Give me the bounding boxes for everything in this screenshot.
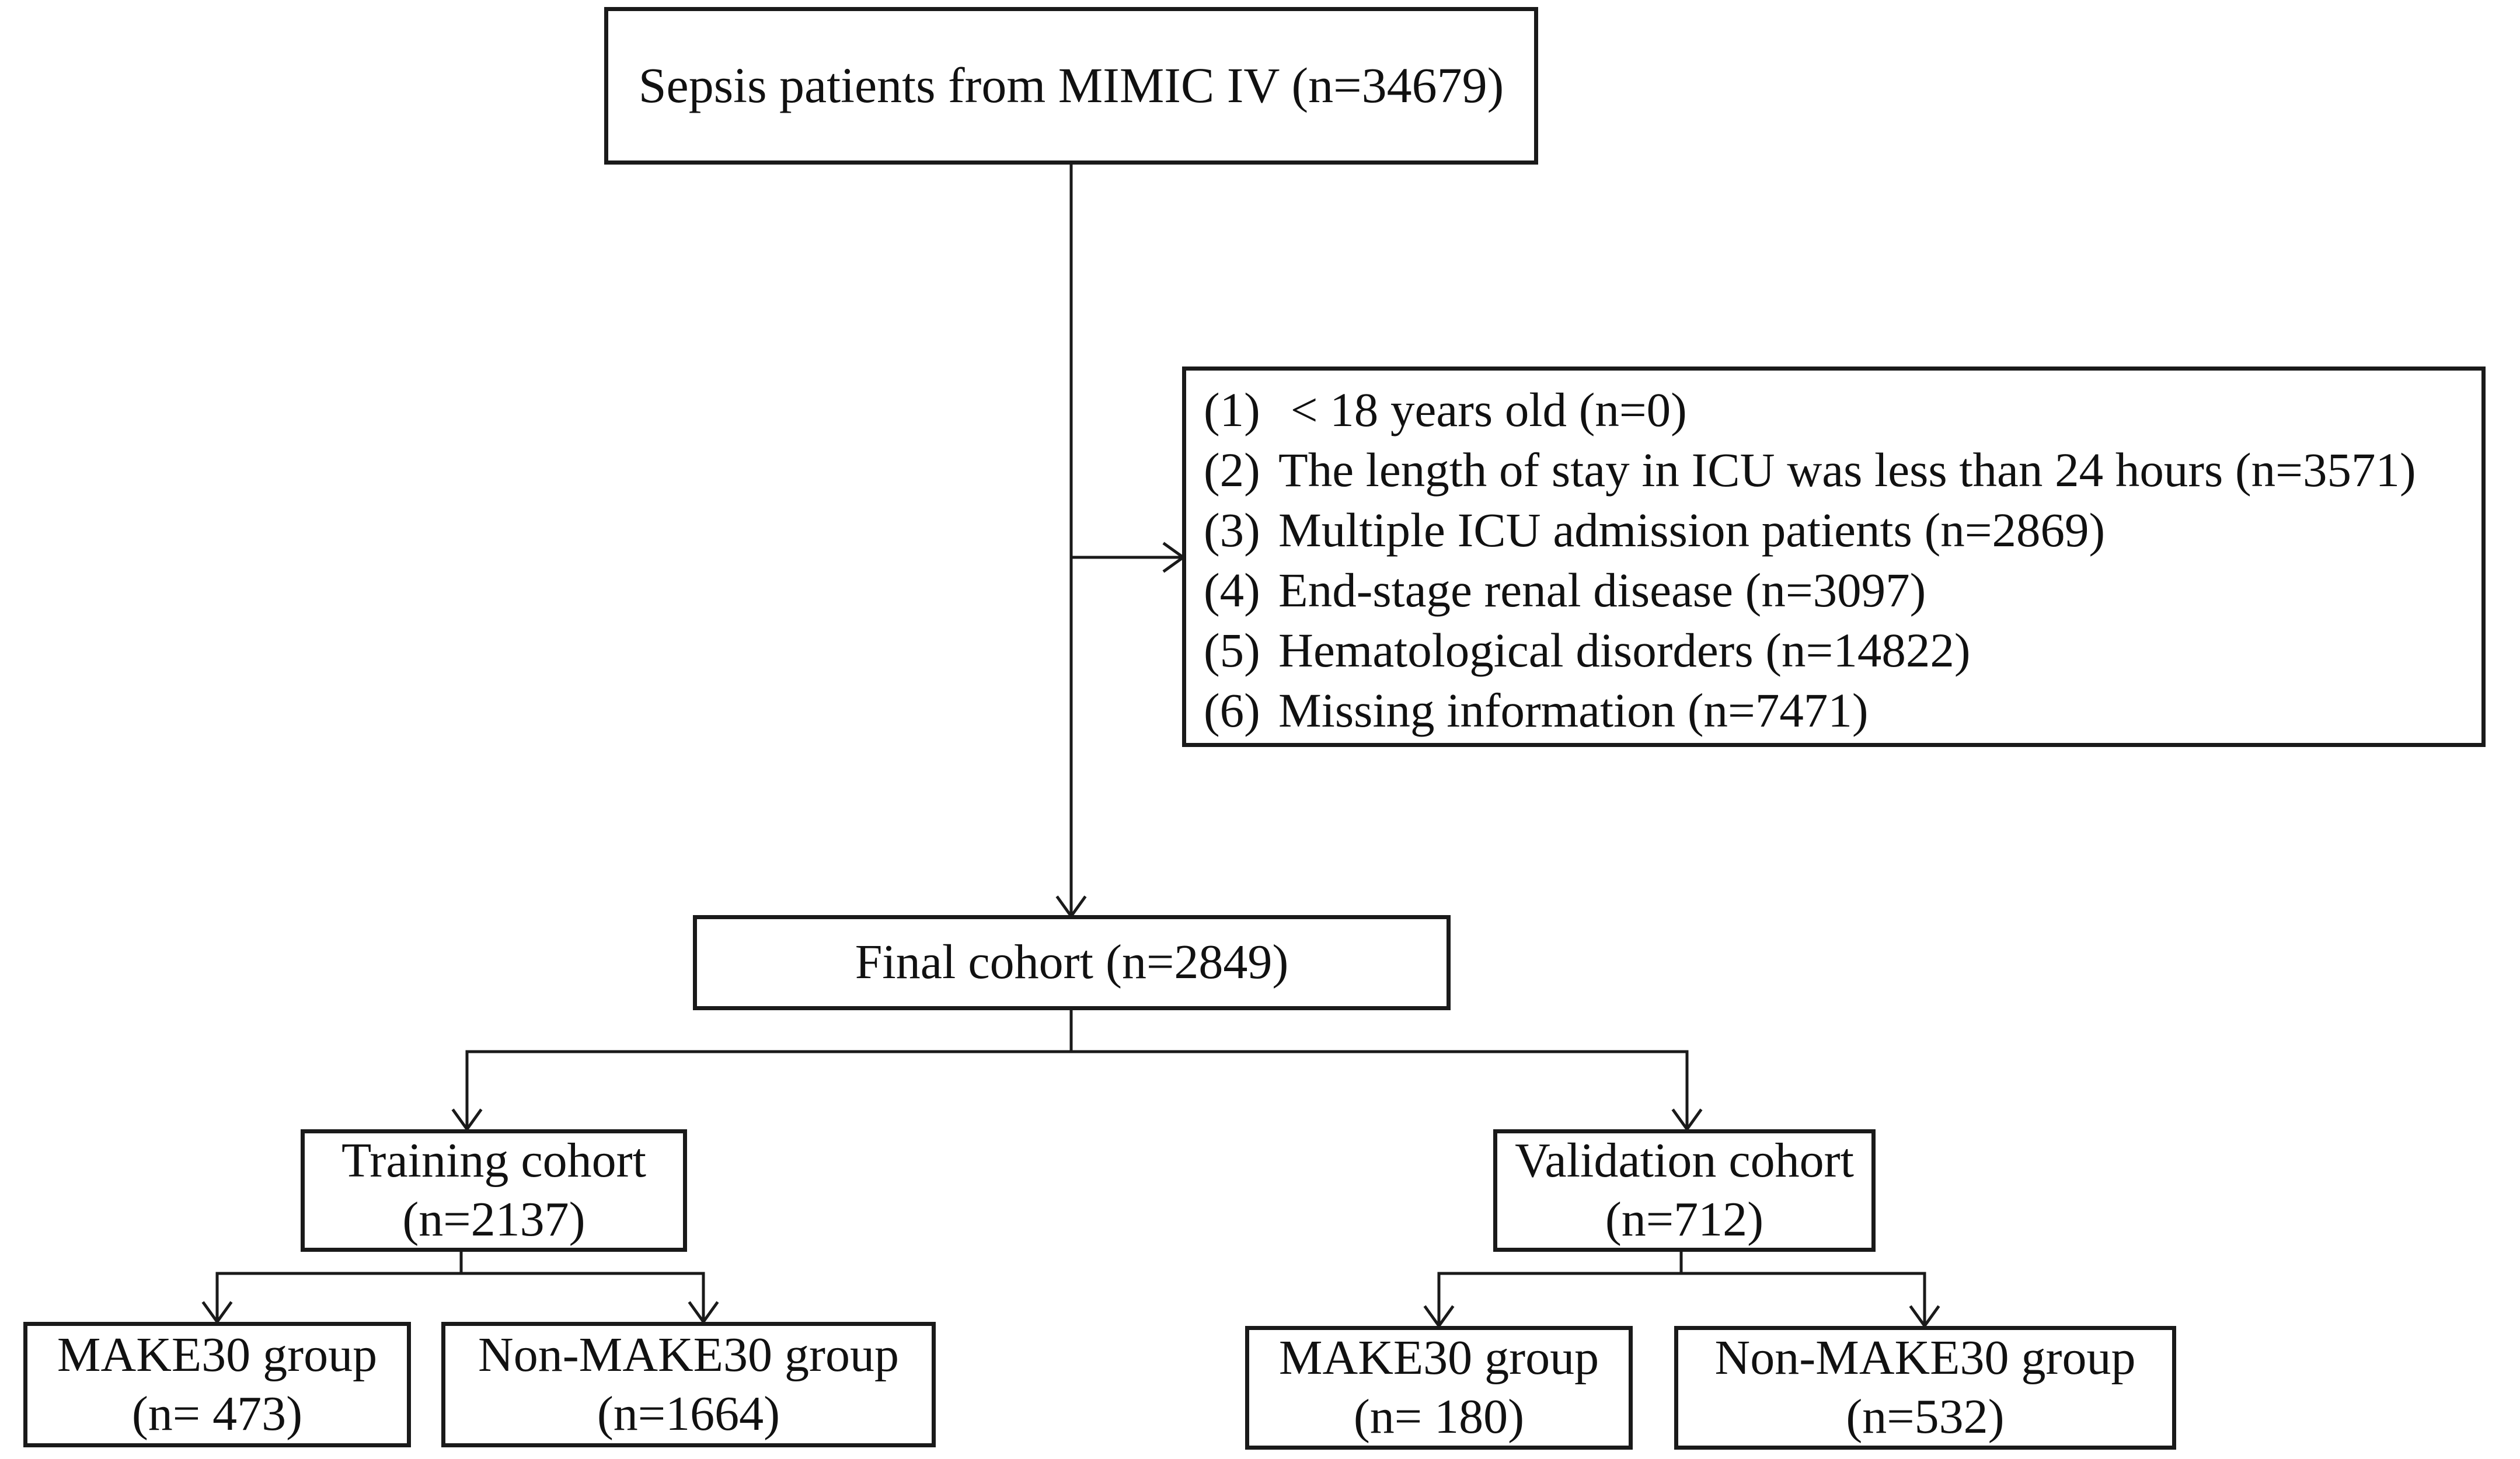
validation-make30-box: MAKE30 group (n= 180) [1245,1326,1633,1450]
validation-nonmake30-title: Non-MAKE30 group [1714,1331,2136,1385]
training-cohort-count: (n=2137) [402,1192,585,1247]
exclusion-list: (1) < 18 years old (n=0) (2)The length o… [1204,381,2481,742]
source-label: Sepsis patients from MIMIC IV (n=34679) [638,57,1504,114]
training-cohort-box: Training cohort (n=2137) [301,1129,687,1252]
training-make30-count: (n= 473) [131,1386,303,1441]
exclusion-item-4: (4)End-stage renal disease (n=3097) [1204,563,1926,617]
exclusion-item-1: (1) < 18 years old (n=0) [1204,383,1687,437]
training-cohort-title: Training cohort [341,1133,646,1188]
validation-nonmake30-box: Non-MAKE30 group (n=532) [1674,1326,2176,1450]
validation-cohort-box: Validation cohort (n=712) [1493,1129,1876,1252]
validation-make30-count: (n= 180) [1353,1390,1525,1444]
final-cohort-box: Final cohort (n=2849) [693,915,1451,1010]
exclusion-item-5: (5)Hematological disorders (n=14822) [1204,623,1971,677]
final-cohort-label: Final cohort (n=2849) [855,935,1289,990]
exclusion-box: (1) < 18 years old (n=0) (2)The length o… [1182,367,2486,747]
exclusion-item-3: (3)Multiple ICU admission patients (n=28… [1204,503,2106,557]
validation-make30-title: MAKE30 group [1278,1331,1599,1385]
training-make30-box: MAKE30 group (n= 473) [23,1322,411,1447]
validation-nonmake30-count: (n=532) [1846,1390,2005,1444]
validation-cohort-count: (n=712) [1605,1192,1764,1247]
source-box: Sepsis patients from MIMIC IV (n=34679) [604,7,1538,165]
training-nonmake30-title: Non-MAKE30 group [478,1327,899,1382]
training-nonmake30-count: (n=1664) [597,1386,780,1441]
exclusion-item-6: (6)Missing information (n=7471) [1204,683,1869,737]
validation-cohort-title: Validation cohort [1515,1133,1854,1188]
exclusion-item-2: (2)The length of stay in ICU was less th… [1204,443,2416,497]
training-make30-title: MAKE30 group [57,1327,378,1382]
training-nonmake30-box: Non-MAKE30 group (n=1664) [441,1322,936,1447]
